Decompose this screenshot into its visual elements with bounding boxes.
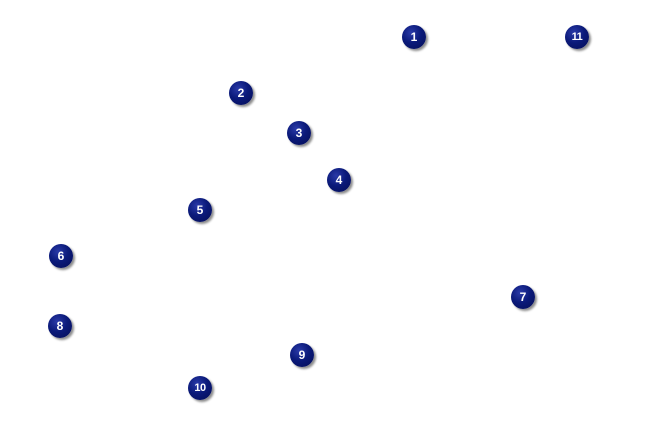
marker-2[interactable]: 2	[229, 81, 253, 105]
marker-4[interactable]: 4	[327, 168, 351, 192]
marker-3[interactable]: 3	[287, 121, 311, 145]
marker-9[interactable]: 9	[290, 343, 314, 367]
marker-1[interactable]: 1	[402, 25, 426, 49]
marker-7[interactable]: 7	[511, 285, 535, 309]
marker-6[interactable]: 6	[49, 244, 73, 268]
marker-11[interactable]: 11	[565, 25, 589, 49]
marker-5[interactable]: 5	[188, 198, 212, 222]
marker-8[interactable]: 8	[48, 314, 72, 338]
marker-10[interactable]: 10	[188, 376, 212, 400]
